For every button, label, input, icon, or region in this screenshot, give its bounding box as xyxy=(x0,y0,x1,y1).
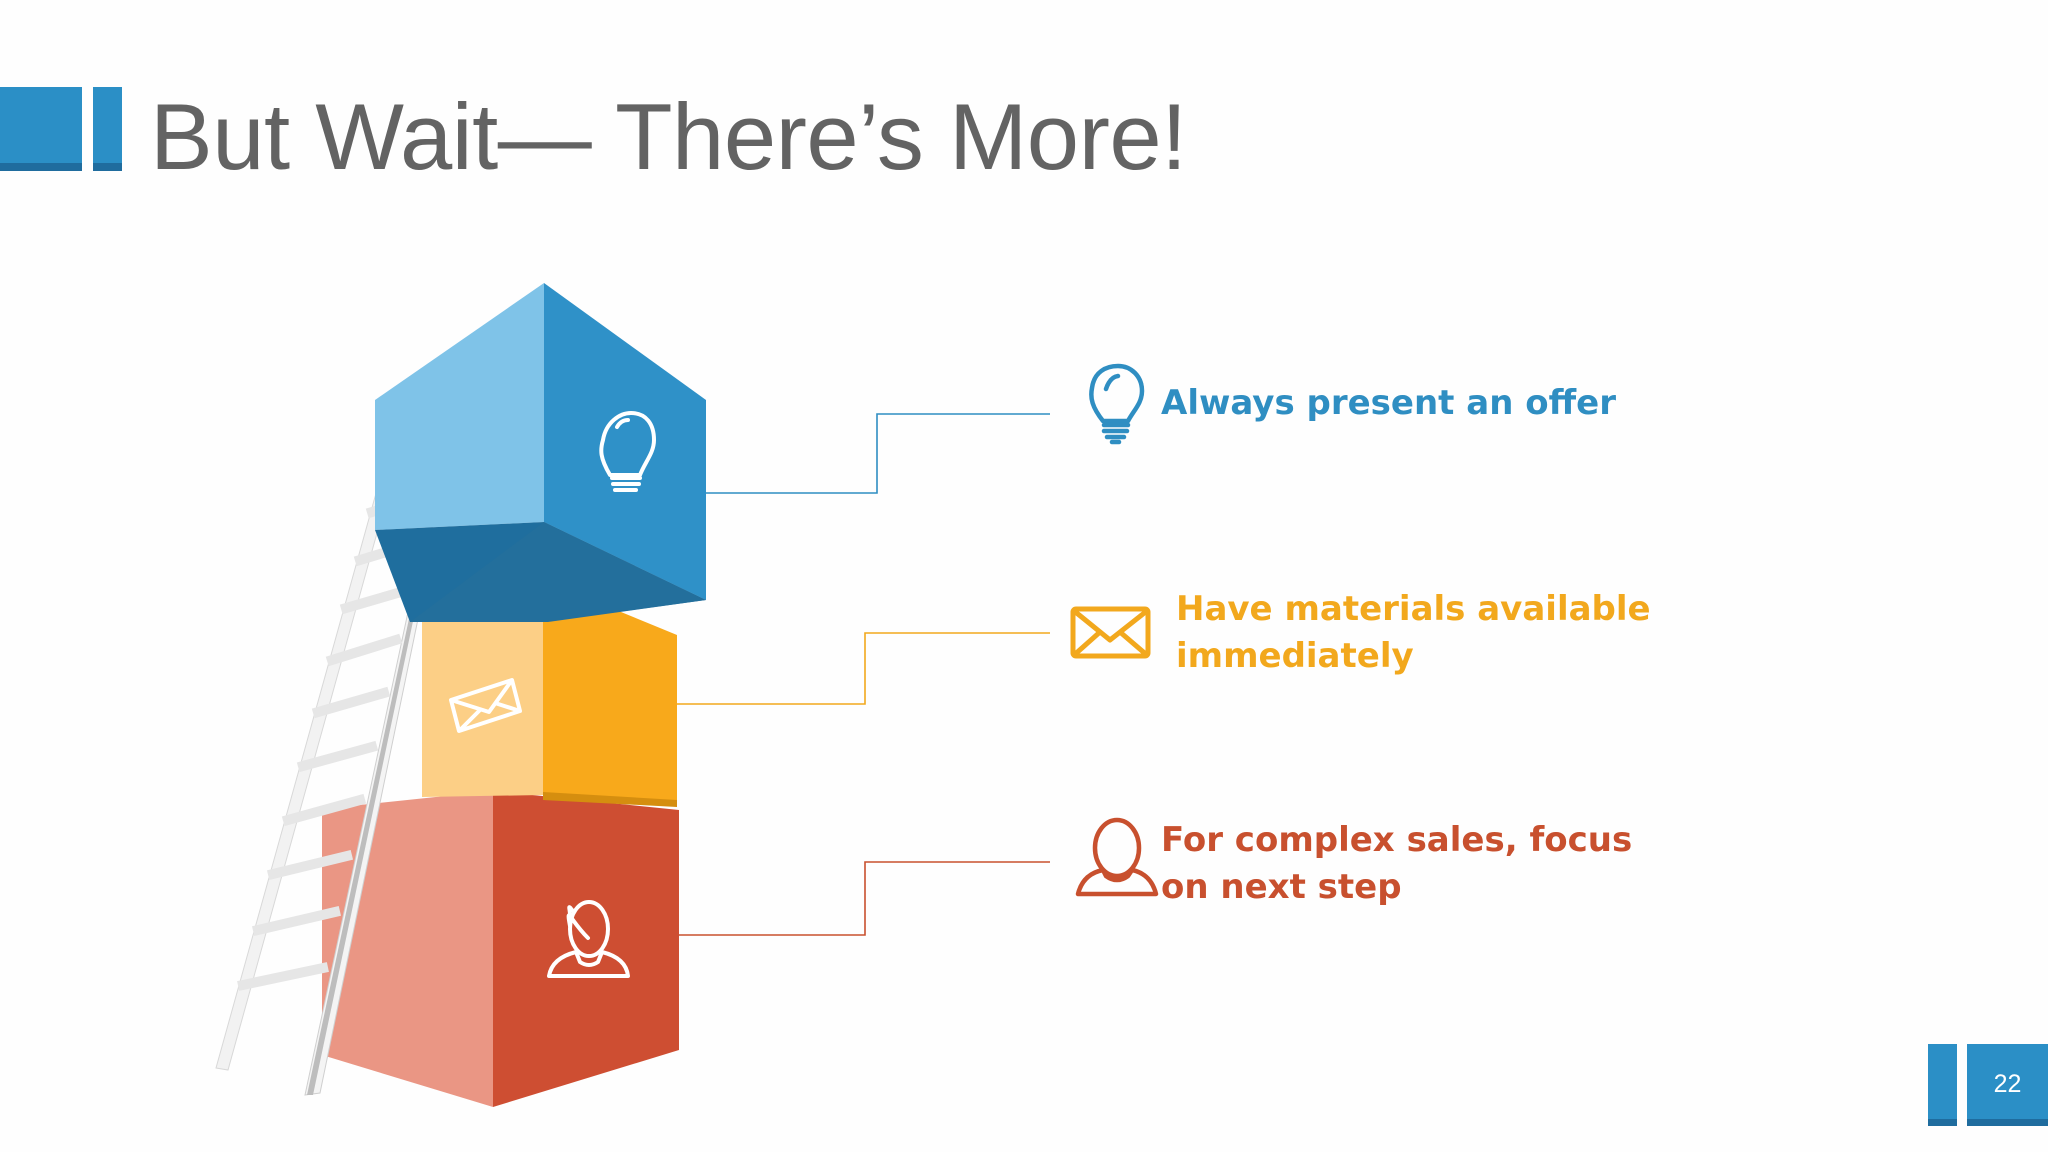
person-icon xyxy=(1075,817,1159,897)
page-number-box xyxy=(1967,1044,2048,1126)
title-accent-bar-small xyxy=(93,87,122,171)
bullet-materials-line-2: immediately xyxy=(1176,636,1414,676)
lightbulb-icon xyxy=(599,411,656,492)
bullet-materials-text: Have materials available immediately xyxy=(1176,586,1651,680)
ladder-icon xyxy=(215,438,456,1096)
bullet-next-step-line-1: For complex sales, focus xyxy=(1161,820,1633,860)
bullet-offer-text: Always present an offer xyxy=(1161,380,1616,427)
person-icon xyxy=(547,900,630,978)
slide-title: But Wait— There’s More! xyxy=(150,84,1187,189)
lightbulb-icon xyxy=(1089,363,1145,445)
envelope-icon xyxy=(1070,606,1151,659)
bullet-next-step-text: For complex sales, focus on next step xyxy=(1161,817,1632,911)
title-accent-bar-large xyxy=(0,87,82,171)
envelope-icon xyxy=(449,678,522,733)
block-envelope xyxy=(422,580,677,807)
page-number: 22 xyxy=(1993,1070,2022,1098)
connector-line-materials xyxy=(676,632,1050,705)
bullet-next-step-line-2: on next step xyxy=(1161,867,1402,907)
page-number-accent-bar xyxy=(1928,1044,1957,1126)
bullet-materials-line-1: Have materials available xyxy=(1176,589,1651,629)
connector-line-offer xyxy=(705,413,1050,494)
connector-line-next-step xyxy=(678,861,1050,936)
block-person xyxy=(322,791,679,1107)
bullet-offer-line-1: Always present an offer xyxy=(1161,383,1616,423)
block-lightbulb xyxy=(375,283,706,622)
